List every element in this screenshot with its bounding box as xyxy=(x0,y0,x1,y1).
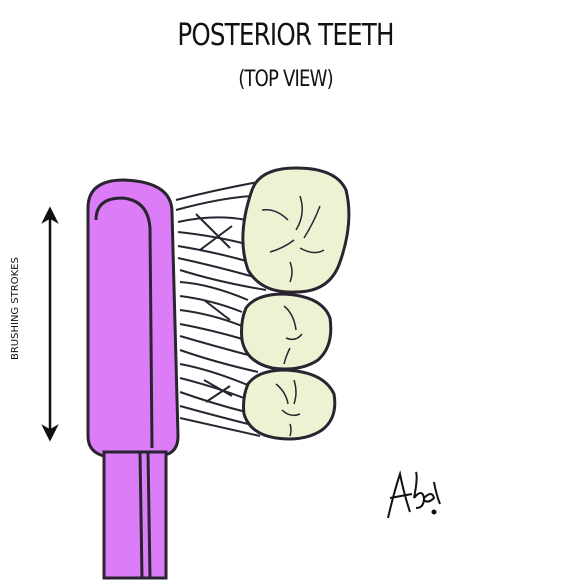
premolar-icon xyxy=(242,368,337,441)
premolar-icon xyxy=(240,292,333,371)
bristles-icon xyxy=(175,181,267,437)
signature-mark xyxy=(387,470,441,519)
molar-icon xyxy=(241,166,351,294)
toothbrush-icon xyxy=(86,178,180,580)
double-arrow-icon xyxy=(41,206,59,442)
page-title: POSTERIOR TEETH xyxy=(177,18,394,53)
page-subtitle: (TOP VIEW) xyxy=(238,67,333,92)
